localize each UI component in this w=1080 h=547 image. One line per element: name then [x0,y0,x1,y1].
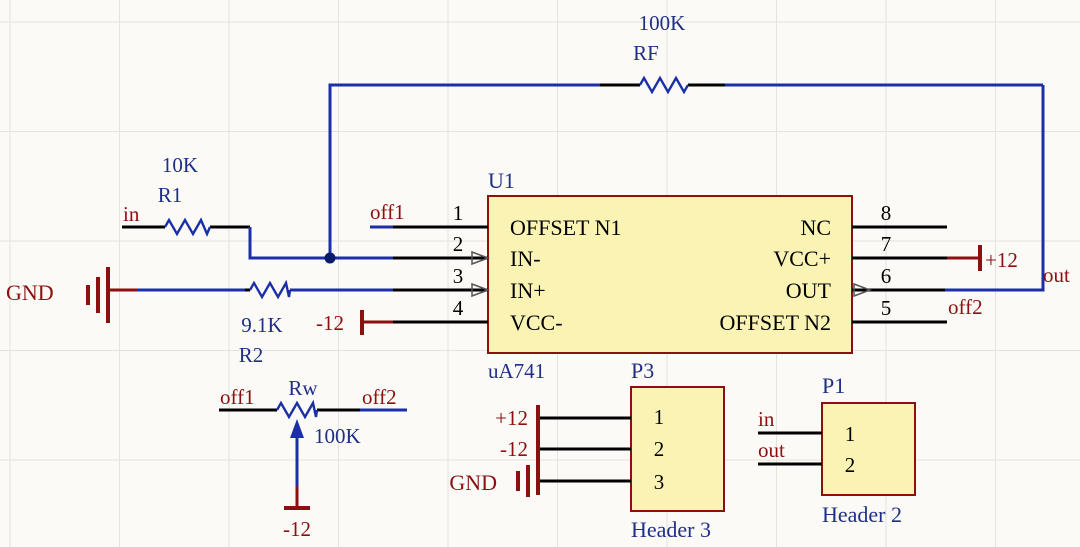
pin5-name: OFFSET N2 [720,310,831,335]
net-label-off1-rw: off1 [220,385,255,409]
net-label-out: out [1043,263,1070,287]
p3-pin3: 3 [654,470,665,494]
feedback-wire [328,83,1045,292]
vpos-label-u1: +12 [985,248,1018,272]
r2-designator: R2 [239,343,264,367]
pin8-name: NC [800,215,831,240]
rw-designator: Rw [288,376,318,400]
net-label-off2: off2 [948,295,983,319]
pin2-input-marker [471,250,491,266]
net-label-in: in [123,202,140,226]
pin6-number: 6 [881,264,892,288]
net-label-off2-rw: off2 [362,385,397,409]
p1-pin1: 1 [845,422,856,446]
p3-label-vneg: -12 [500,437,528,461]
pin6-name: OUT [786,278,832,303]
junction-dot [324,252,336,264]
pin1-name: OFFSET N1 [510,215,621,240]
pin2-number: 2 [453,232,464,256]
power-vneg-u1: -12 [316,310,393,335]
r1-value: 10K [162,153,198,177]
p3-label-vpos: +12 [495,406,528,430]
pin7-name: VCC+ [773,246,831,271]
pin2-name: IN- [510,246,541,271]
header-p3: P3 Header 3 1 2 3 +12 -12 GND [449,358,725,542]
p3-pin2: 2 [654,437,665,461]
p3-pin1: 1 [654,405,665,429]
p1-designator: P1 [822,373,845,398]
vneg-label-rw: -12 [283,517,311,541]
rw-value: 100K [314,424,361,448]
pin6-output-marker [853,282,873,298]
p3-body [630,386,725,512]
pin4-name: VCC- [510,310,563,335]
resistor-r2: 9.1K R2 [137,279,393,367]
power-vpos-u1: +12 [947,245,1018,272]
pin3-name: IN+ [510,278,546,303]
p1-net-in: in [758,407,775,431]
p3-part: Header 3 [631,517,711,542]
p1-net-out: out [758,438,785,462]
net-label-off1: off1 [370,200,405,224]
resistor-r1: 10K R1 in [122,153,250,238]
wiper-arrow [290,419,304,438]
potentiometer-rw: off1 off2 Rw 100K -12 [219,376,407,541]
pin3-input-marker [471,282,491,298]
p1-pin2: 2 [845,453,856,477]
opamp-u1: U1 uA741 1 2 3 4 OFFSET N1 IN- IN+ VCC- … [393,168,947,383]
pin5-number: 5 [881,296,892,320]
inverting-input-wire [248,227,393,260]
rf-designator: RF [633,41,659,65]
header-p1: P1 Header 2 1 2 in out [758,373,916,527]
pin4-number: 4 [453,296,464,320]
u1-body [487,195,853,354]
p1-body [821,402,916,496]
pin7-number: 7 [881,232,892,256]
r2-value: 9.1K [241,313,282,337]
p3-label-gnd: GND [449,470,497,495]
pin1-number: 1 [453,201,464,225]
u1-designator: U1 [488,168,515,193]
gnd-symbol-main: GND [6,267,137,323]
p3-designator: P3 [631,358,654,383]
pin3-number: 3 [453,264,464,288]
rf-value: 100K [639,11,686,35]
u1-part: uA741 [488,359,545,383]
resistor-rf: 100K RF [600,11,1043,95]
off1-net-u1: off1 [370,200,405,229]
pin8-number: 8 [881,201,892,225]
p1-part: Header 2 [822,502,902,527]
vneg-label-u1: -12 [316,311,344,335]
gnd-label-main: GND [6,280,54,305]
r1-designator: R1 [158,183,183,207]
